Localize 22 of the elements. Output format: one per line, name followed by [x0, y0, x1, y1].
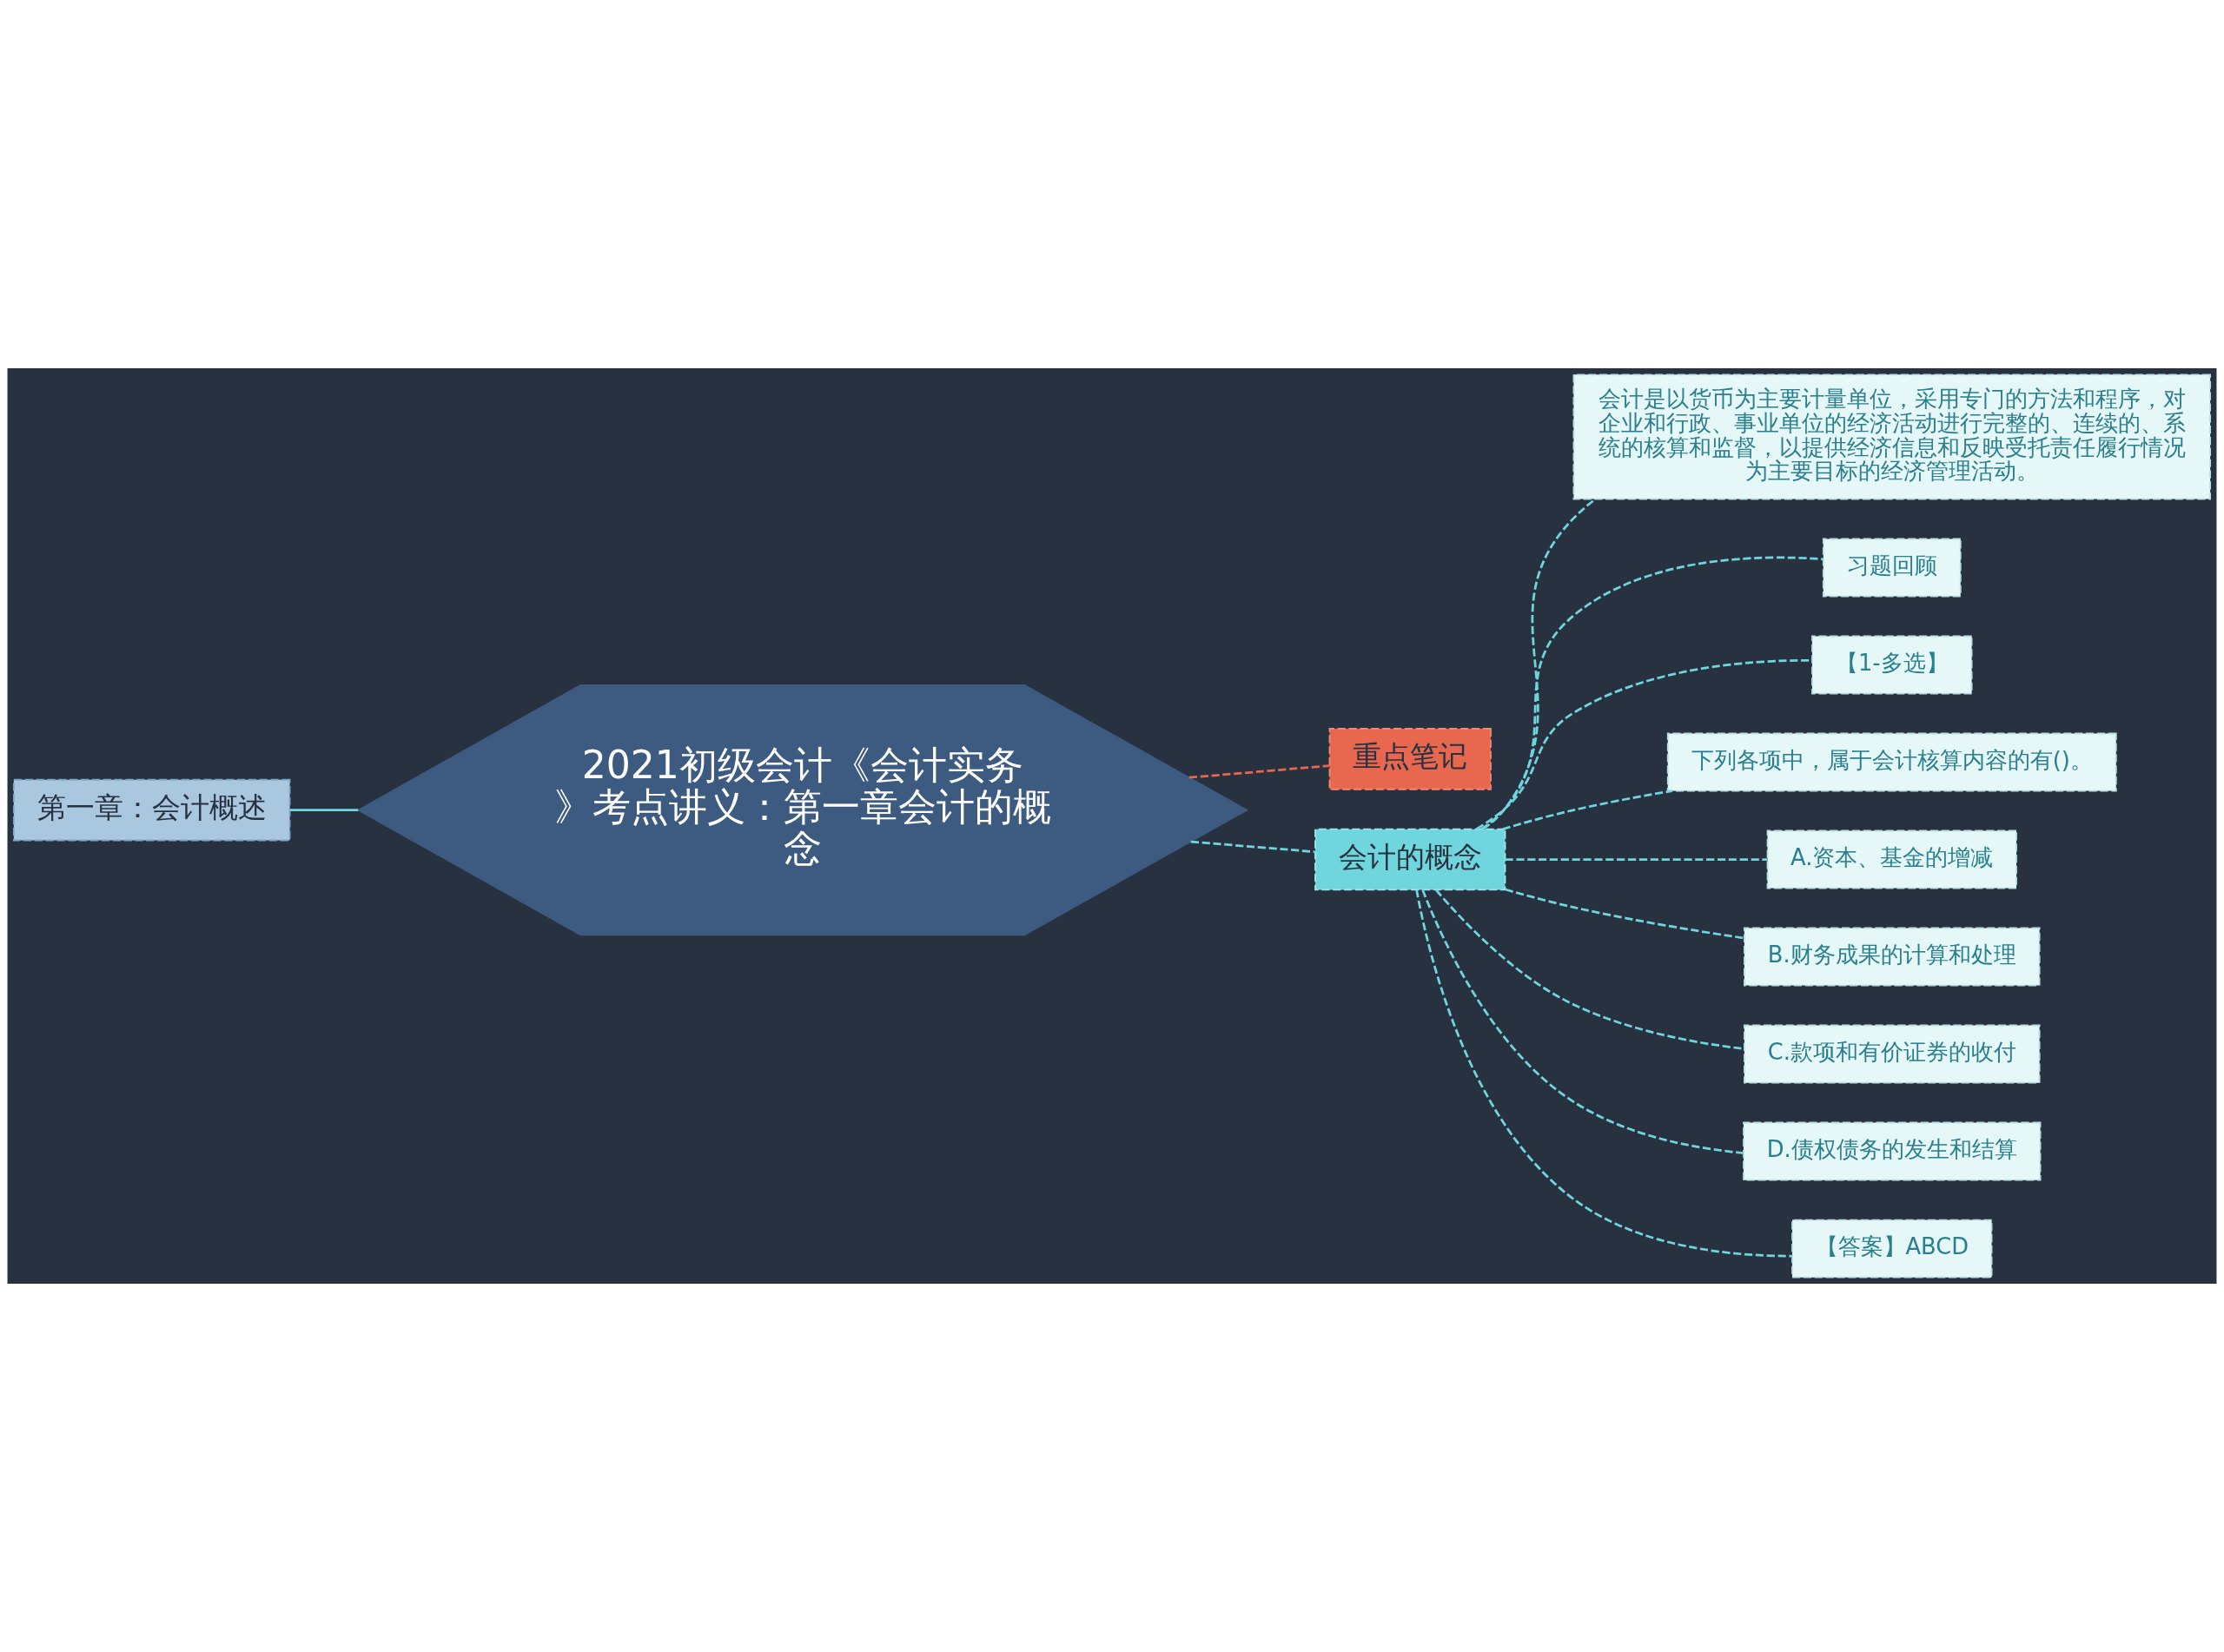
connector	[289, 809, 359, 811]
node-box: 【1-多选】	[1811, 635, 1973, 695]
connector	[1415, 889, 1792, 1258]
node-box: 下列各项中，属于会计核算内容的有()。	[1666, 732, 2117, 792]
connector	[1502, 790, 1672, 830]
node-box: 习题回顾	[1822, 538, 1962, 598]
node-box: B.财务成果的计算和处理	[1744, 927, 2041, 987]
node-box: C.款项和有价证券的收付	[1744, 1024, 2041, 1084]
node-box: 会计的概念	[1314, 828, 1506, 891]
node-box: A.资本、基金的增减	[1766, 829, 2017, 889]
connector	[1190, 840, 1315, 854]
connector	[1435, 889, 1744, 1050]
connector	[1188, 764, 1330, 779]
connector	[1505, 888, 1744, 940]
node-box: 会计是以货币为主要计量单位，采用专门的方法和程序，对企业和行政、事业单位的经济活动进行完整的、连续的、系统的核算和监督，以提供经济信息和反映受托责任履行情况为主要目标的经济管理活动。	[1572, 373, 2212, 500]
connector	[1480, 556, 1824, 830]
node-box: 【答案】ABCD	[1791, 1219, 1993, 1279]
connector	[1421, 889, 1744, 1154]
connector	[1505, 858, 1768, 861]
node-box: 重点笔记	[1328, 728, 1492, 790]
node-box: D.债权债务的发生和结算	[1743, 1121, 2042, 1181]
node-box: 第一章：会计概述	[12, 778, 291, 842]
